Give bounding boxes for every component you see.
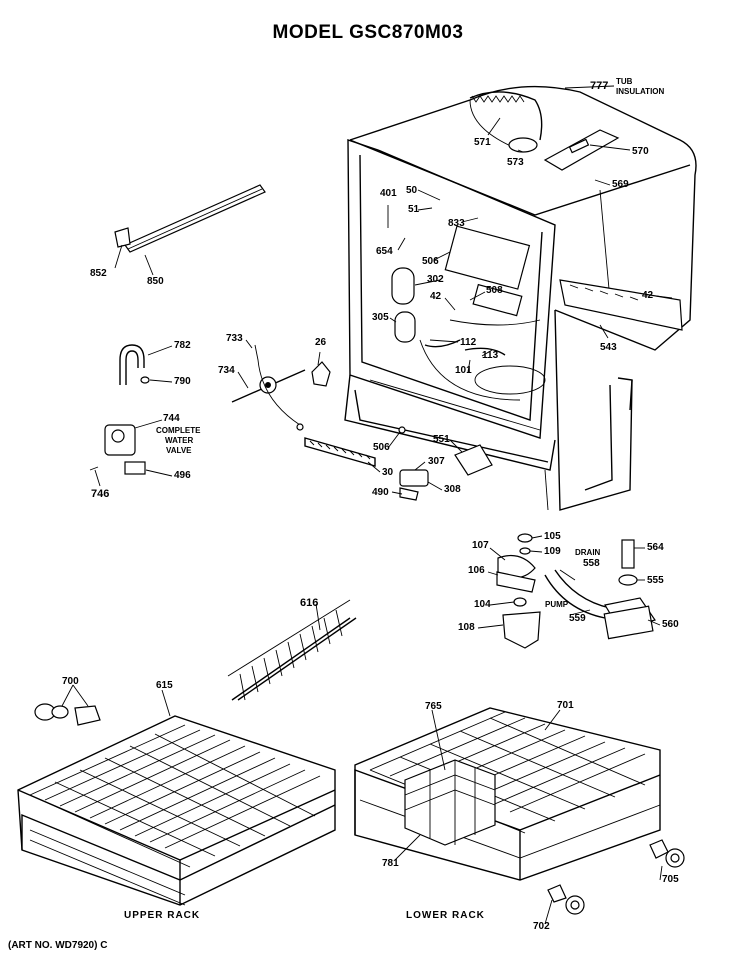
part-label-42-left: 42: [430, 291, 442, 302]
part-label-573: 573: [507, 157, 524, 168]
part-label-551: 551: [433, 434, 450, 445]
part-label-833: 833: [448, 218, 465, 229]
pump-parts: [496, 533, 541, 649]
part-label-654: 654: [376, 246, 393, 257]
caption-lower-rack: LOWER RACK: [406, 910, 485, 921]
part-label-51: 51: [408, 204, 420, 215]
leader-lines: [61, 85, 673, 925]
part-label-50: 50: [406, 185, 418, 196]
part-label-852: 852: [90, 268, 107, 279]
part-label-305: 305: [372, 312, 389, 323]
door-gasket-parts: [114, 184, 266, 253]
part-label-733: 733: [226, 333, 243, 344]
part-label-506-bottom: 506: [373, 442, 390, 453]
part-label-744: 744: [163, 413, 180, 424]
part-label-734: 734: [218, 365, 235, 376]
part-label-30: 30: [382, 467, 394, 478]
caption-upper-rack: UPPER RACK: [124, 910, 201, 921]
part-label-560: 560: [662, 619, 679, 630]
part-label-508: 508: [486, 285, 503, 296]
part-label-496: 496: [174, 470, 191, 481]
roller-700: [34, 703, 101, 726]
part-label-109: 109: [544, 546, 561, 557]
lower-rack: [354, 707, 661, 881]
part-label-765: 765: [425, 701, 442, 712]
part-label-564: 564: [647, 542, 664, 553]
part-label-777: 777: [590, 80, 609, 92]
part-label-558: 558: [583, 558, 600, 569]
note-water: WATER: [165, 436, 194, 445]
part-label-700: 700: [62, 676, 79, 687]
part-label-571: 571: [474, 137, 491, 148]
part-label-790: 790: [174, 376, 191, 387]
upper-rack-rail-616: [227, 599, 357, 701]
note-pump: PUMP: [545, 600, 569, 609]
part-label-105: 105: [544, 531, 561, 542]
hose-782: [119, 344, 145, 385]
note-drain: DRAIN: [575, 548, 601, 557]
part-label-302: 302: [427, 274, 444, 285]
part-label-113: 113: [482, 350, 499, 361]
part-label-702: 702: [533, 921, 550, 932]
part-label-104: 104: [474, 599, 491, 610]
part-label-701: 701: [557, 700, 574, 711]
part-label-401: 401: [380, 188, 397, 199]
part-label-543: 543: [600, 342, 617, 353]
part-label-555: 555: [647, 575, 664, 586]
part-label-106: 106: [468, 565, 485, 576]
part-label-781: 781: [382, 858, 399, 869]
part-label-782: 782: [174, 340, 191, 351]
part-label-506-top: 506: [422, 256, 439, 267]
part-label-112: 112: [460, 337, 477, 348]
part-label-42-right: 42: [642, 290, 654, 301]
note-tub: TUB: [616, 77, 633, 86]
note-valve: VALVE: [166, 446, 192, 455]
diagram-title: MODEL GSC870M03: [272, 22, 464, 43]
part-label-490: 490: [372, 487, 389, 498]
note-insulation: INSULATION: [616, 87, 665, 96]
part-label-570: 570: [632, 146, 649, 157]
drain-pump-parts: [544, 539, 656, 640]
part-label-746: 746: [91, 488, 110, 500]
rollers-705-702: [547, 839, 685, 915]
part-label-705: 705: [662, 874, 679, 885]
part-label-850: 850: [147, 276, 164, 287]
heater-30: [304, 437, 376, 467]
upper-rack: [17, 715, 336, 906]
part-label-107: 107: [472, 540, 489, 551]
tub-assembly: [344, 85, 697, 511]
lower-components: [398, 426, 493, 501]
part-label-616: 616: [300, 597, 319, 609]
part-label-308: 308: [444, 484, 461, 495]
part-label-307: 307: [428, 456, 445, 467]
part-label-101: 101: [455, 365, 472, 376]
latch-26: [311, 361, 331, 387]
harness-734: [231, 344, 306, 431]
part-label-108: 108: [458, 622, 475, 633]
part-label-569: 569: [612, 179, 629, 190]
water-valve-744: [89, 424, 146, 475]
part-label-559: 559: [569, 613, 586, 624]
part-label-615: 615: [156, 680, 173, 691]
art-number: (ART NO. WD7920) C: [8, 940, 108, 951]
part-label-26: 26: [315, 337, 327, 348]
note-complete: COMPLETE: [156, 426, 201, 435]
